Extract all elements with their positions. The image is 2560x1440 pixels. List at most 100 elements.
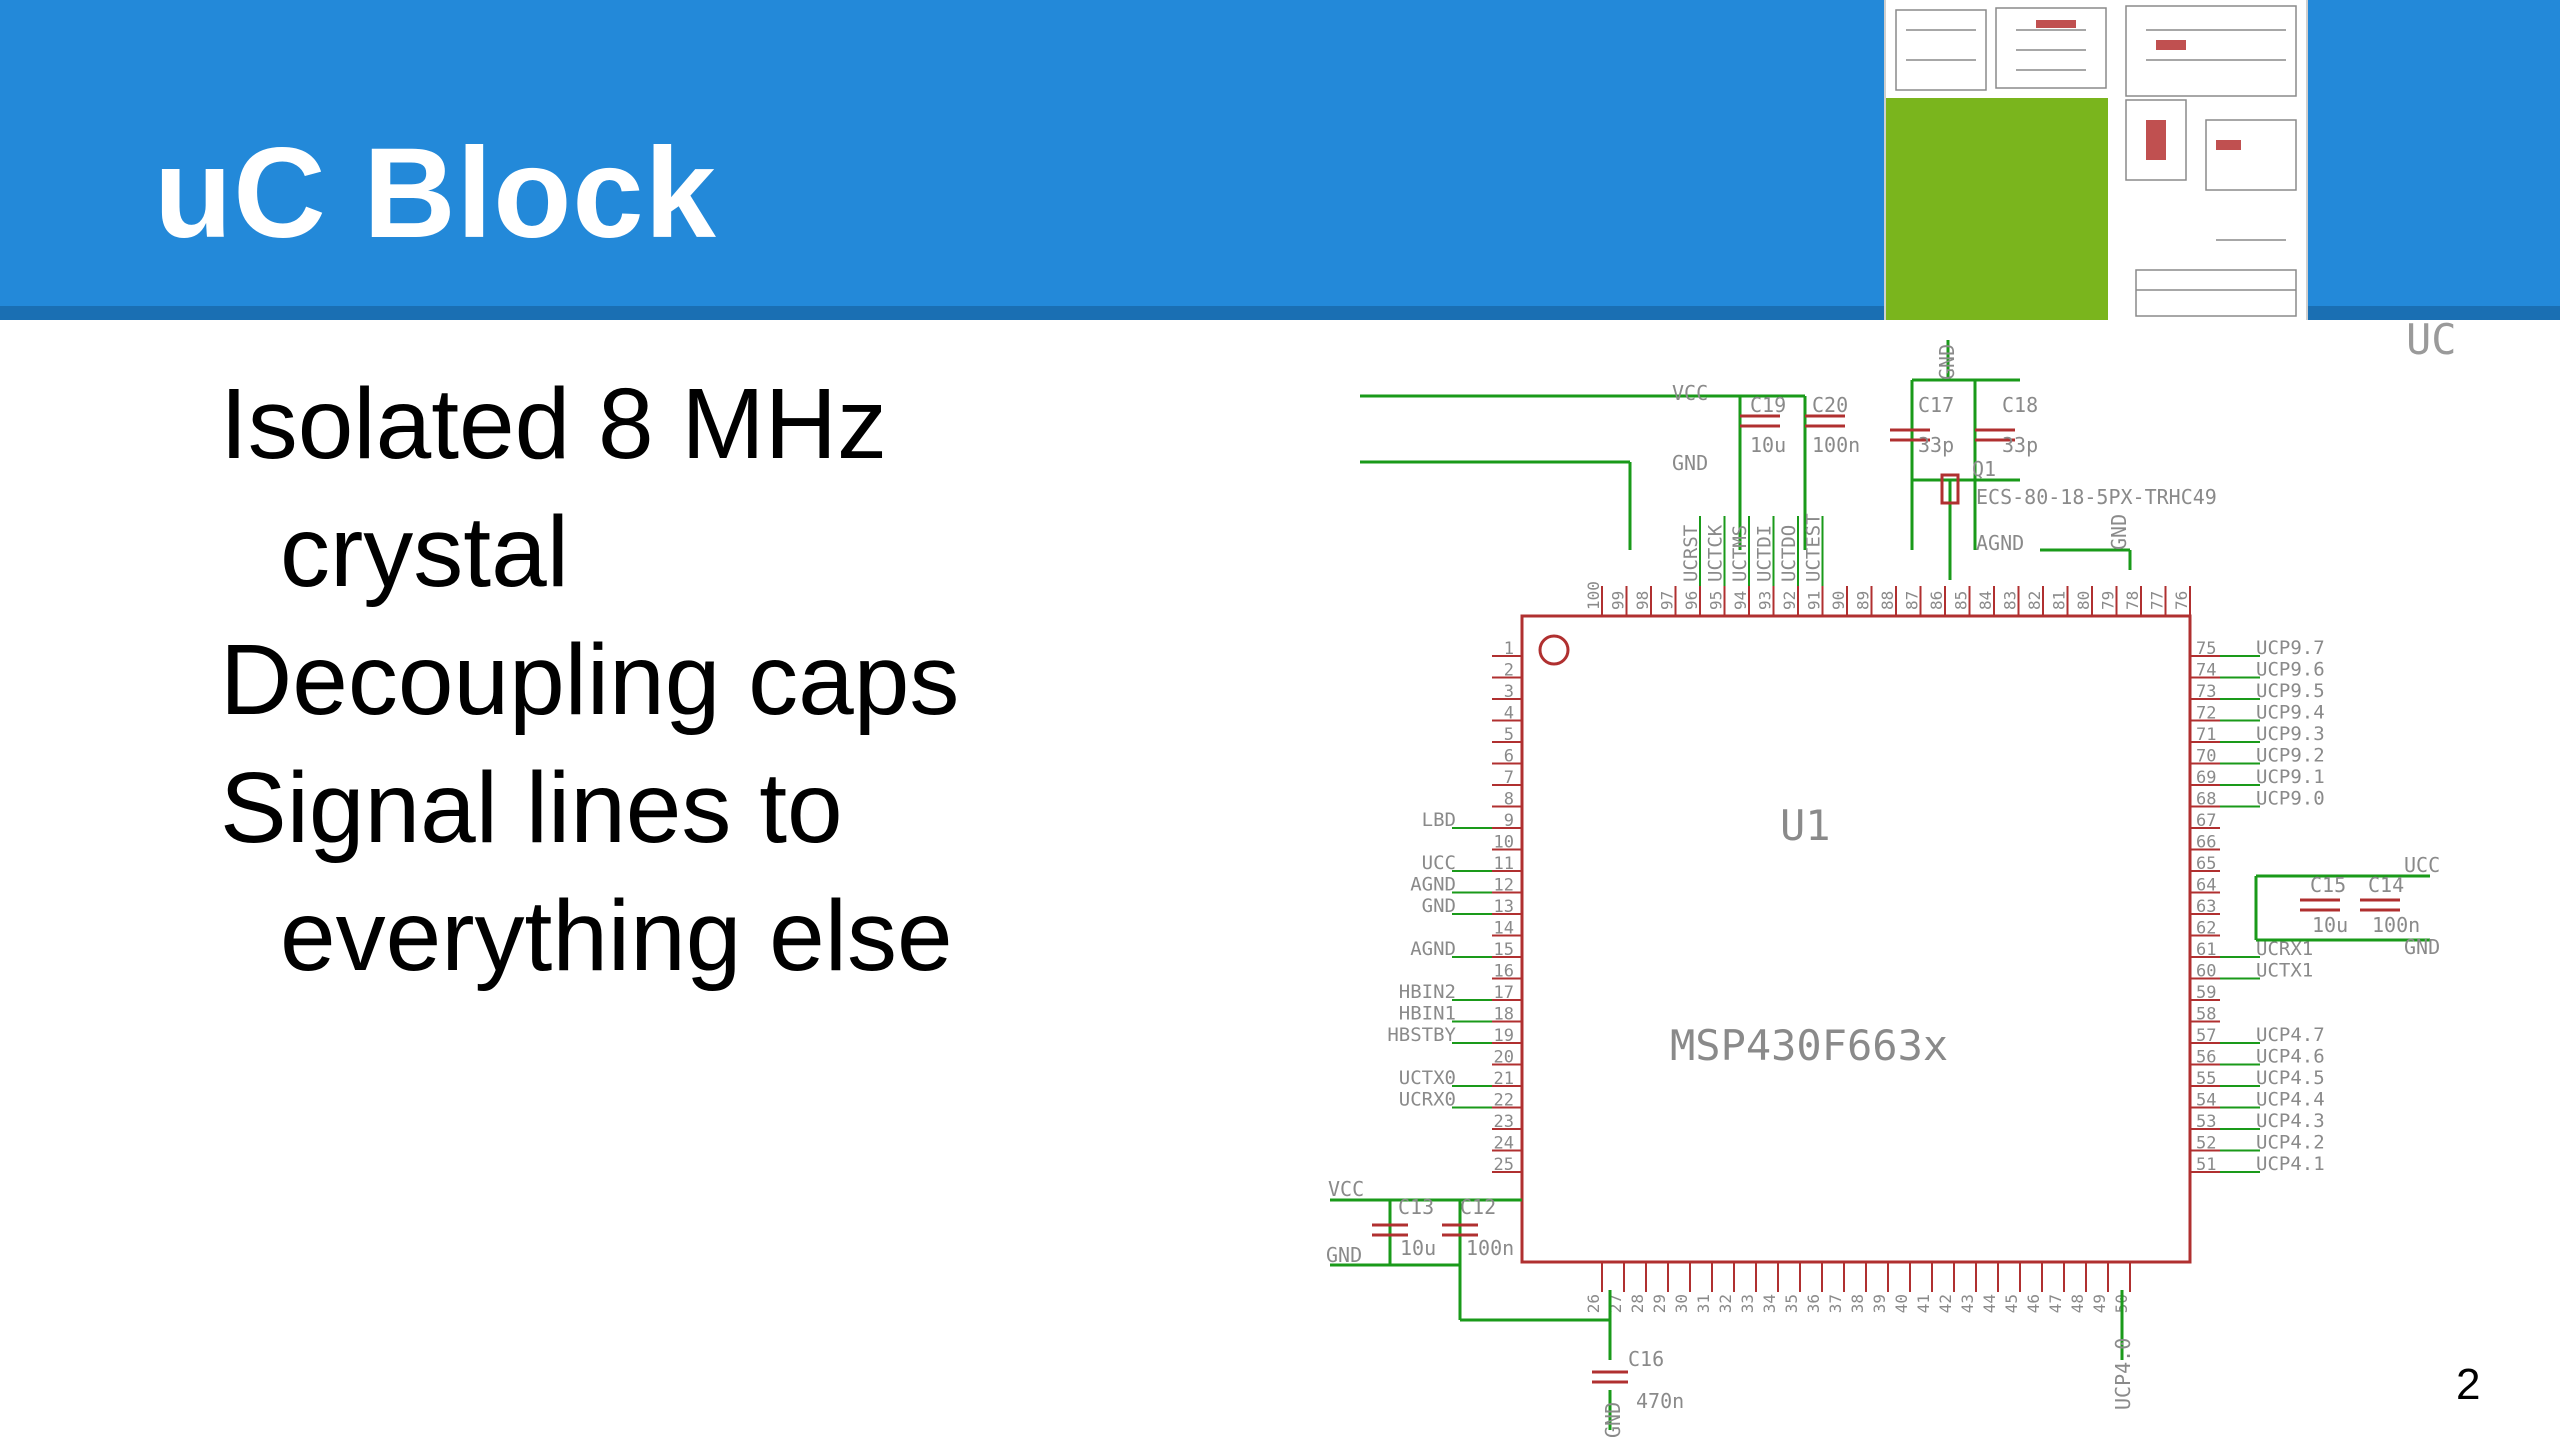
top-pin-number: 78 [2123,591,2142,610]
vcc-label-top: VCC [1672,381,1708,405]
left-net-label: UCC [1422,852,1456,874]
left-net-label: LBD [1422,809,1456,831]
bullet-item: Isolated 8 MHz crystal [220,368,887,608]
chip-reference: U1 [1780,801,1831,850]
top-pin-number: 99 [1609,591,1628,610]
left-pin-number: 3 [1504,682,1514,702]
left-pin-number: 7 [1504,768,1514,788]
left-net-label: UCRX0 [1399,1089,1456,1111]
bottom-pin-number: 38 [1848,1294,1867,1313]
top-pin-number: 77 [2148,591,2167,610]
left-net-label: GND [1422,895,1456,917]
left-pin-number: 22 [1494,1091,1514,1111]
right-pin-number: 69 [2196,768,2216,788]
left-pin-number: 17 [1494,983,1514,1003]
top-pin-number: 89 [1854,591,1873,610]
schematic-sheet-label: UC [2406,315,2457,364]
right-pin-number: 51 [2196,1155,2216,1175]
right-pin-number: 56 [2196,1048,2216,1068]
gnd-label-right: GND [2404,935,2440,959]
thumbnail-highlight [1886,98,2108,320]
thumbnail-drawing [1895,5,2297,317]
right-net-label: UCP9.4 [2256,702,2325,724]
left-pin-number: 21 [1494,1069,1514,1089]
bottom-pin-number: 48 [2068,1294,2087,1313]
right-pin-number: 67 [2196,811,2216,831]
right-net-label: UCP4.4 [2256,1089,2325,1111]
vcc-label-right: UCC [2404,853,2440,877]
left-net-label: AGND [1410,874,1456,896]
top-pin-number: 92 [1780,591,1799,610]
top-cap-symbols [1740,414,2015,505]
right-pin-number: 70 [2196,747,2216,767]
top-pin-number: 79 [2099,591,2118,610]
bottom-pin-number: 49 [2090,1294,2109,1313]
right-pin-number: 60 [2196,962,2216,982]
left-pin-number: 6 [1504,747,1514,767]
right-net-label: UCTX1 [2256,960,2313,982]
slide-title: uC Block [154,122,717,265]
left-pin-number: 5 [1504,725,1514,745]
cap-c13-ref: C13 [1398,1195,1434,1219]
top-signal-label: UCTDO [1778,525,1800,582]
top-pin-number: 80 [2074,591,2093,610]
right-net-label: UCP9.3 [2256,723,2325,745]
bottom-pin-number: 45 [2002,1294,2021,1313]
left-pin-number: 23 [1494,1112,1514,1132]
top-signal-label: UCTCK [1705,524,1727,582]
right-pin-number: 68 [2196,790,2216,810]
right-net-label: UCP4.2 [2256,1132,2325,1154]
bottom-pin-number: 36 [1804,1294,1823,1313]
cap-c17-value: 33p [1918,433,1954,457]
cap-c18-ref: C18 [2002,393,2038,417]
right-cap-symbols [2300,898,2400,912]
bottom-pin-number: 29 [1650,1294,1669,1313]
right-pin-number: 54 [2196,1091,2216,1111]
bullet-list: Isolated 8 MHz crystal Decoupling caps S… [220,360,1120,1000]
bottom-pin-number: 37 [1826,1294,1845,1313]
cap-c15-ref: C15 [2310,873,2346,897]
bottom-pin-number: 46 [2024,1294,2043,1313]
right-net-label: UCP9.2 [2256,745,2325,767]
bottom-pin-number: 40 [1892,1294,1911,1313]
cap-c20-value: 100n [1812,433,1860,457]
left-pin-number: 16 [1494,962,1514,982]
bottom-pin-number: 30 [1672,1294,1691,1313]
right-pin-number: 72 [2196,704,2216,724]
bottom-pin-number: 26 [1584,1294,1603,1313]
right-pin-number: 53 [2196,1112,2216,1132]
right-net-label: UCP9.1 [2256,766,2325,788]
right-net-label: UCP4.6 [2256,1046,2325,1068]
top-pin-number: 95 [1707,591,1726,610]
crystal-part: ECS-80-18-5PX-TRHC49 [1976,485,2217,509]
top-pin-number: 91 [1805,591,1824,610]
left-pin-number: 10 [1494,833,1514,853]
left-pin-number: 13 [1494,897,1514,917]
bottom-pin-number: 41 [1914,1294,1933,1313]
right-pin-number: 65 [2196,854,2216,874]
page-number: 2 [2456,1360,2481,1409]
cap-c14-ref: C14 [2368,873,2404,897]
top-pin-number: 86 [1927,591,1946,610]
bottom-pin-number: 44 [1980,1294,1999,1313]
left-net-label: HBSTBY [1387,1024,1456,1046]
left-net-label: HBIN2 [1399,981,1456,1003]
crystal-ref: Q1 [1972,457,1996,481]
bottom-pin-number: 31 [1694,1294,1713,1313]
right-pin-number: 62 [2196,919,2216,939]
right-pin-number: 73 [2196,682,2216,702]
left-pin-number: 18 [1494,1005,1514,1025]
right-pin-number: 74 [2196,661,2216,681]
left-pin-number: 24 [1494,1134,1514,1154]
right-net-label: UCP9.0 [2256,788,2325,810]
right-net-label: UCP4.3 [2256,1110,2325,1132]
bottom-pin-number: 34 [1760,1294,1779,1313]
right-net-label: UCRX1 [2256,938,2313,960]
right-pin-number: 75 [2196,639,2216,659]
top-pin-number: 83 [2001,591,2020,610]
left-net-label: UCTX0 [1399,1067,1456,1089]
